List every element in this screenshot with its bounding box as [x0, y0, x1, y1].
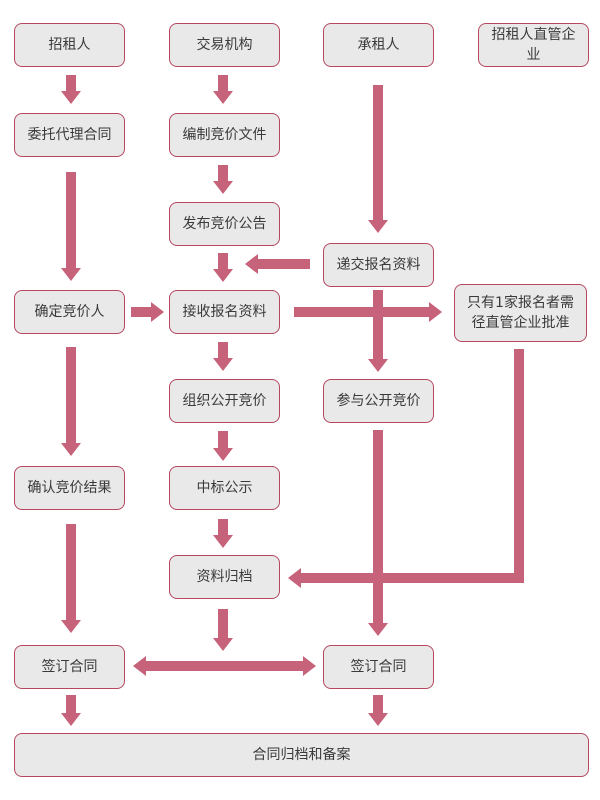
node-label-line-2: 径直管企业批准 [471, 315, 570, 331]
arrow-sign-to-archive-left [61, 695, 81, 726]
arrow-exchange-to-prepare [213, 75, 233, 104]
node-label: 中标公示 [196, 480, 253, 496]
node-label: 合同归档和备案 [252, 747, 351, 763]
node-single-applicant-approval: 只有1家报名者需 径直管企业批准 [454, 284, 587, 342]
node-archive-materials: 资料归档 [169, 555, 280, 599]
arrow-receive-to-approval [294, 302, 442, 322]
arrow-determine-to-confirm [61, 347, 81, 456]
arrow-prepare-to-publish [213, 165, 233, 194]
arrow-organize-to-award [213, 431, 233, 461]
node-exchange: 交易机构 [169, 23, 280, 67]
arrow-sign-to-archive-right [368, 695, 388, 726]
node-label: 发布竞价公告 [182, 216, 267, 232]
arrow-sign-contracts [133, 656, 316, 676]
node-label: 确认竞价结果 [27, 480, 112, 496]
arrow-determine-to-receive [131, 302, 164, 322]
node-entrust-agency-contract: 委托代理合同 [14, 113, 125, 157]
node-label: 招租人直管企业 [491, 27, 576, 63]
node-award-publicity: 中标公示 [169, 466, 280, 510]
node-label: 委托代理合同 [27, 127, 112, 143]
arrow-lessor-to-contract [61, 75, 81, 104]
node-receive-applications: 接收报名资料 [169, 290, 280, 334]
arrow-submit-to-publish [245, 254, 310, 274]
node-label: 签订合同 [350, 659, 407, 675]
arrow-participate-to-sign [368, 430, 388, 636]
node-submit-application: 递交报名资料 [323, 243, 434, 287]
node-organize-public-bidding: 组织公开竞价 [169, 379, 280, 423]
node-label: 资料归档 [196, 569, 253, 585]
node-label: 交易机构 [196, 37, 253, 53]
node-label: 承租人 [357, 37, 400, 53]
node-confirm-bidding-result: 确认竞价结果 [14, 466, 125, 510]
node-label-line-1: 只有1家报名者需 [467, 295, 574, 311]
node-label: 编制竞价文件 [182, 127, 267, 143]
arrow-archive-to-sign-row [213, 609, 233, 651]
arrow-confirm-to-sign [61, 524, 81, 633]
node-contract-archive-filing: 合同归档和备案 [14, 733, 589, 777]
arrow-contract-to-determine [61, 172, 81, 281]
node-publish-bidding-notice: 发布竞价公告 [169, 202, 280, 246]
node-label: 签订合同 [41, 659, 98, 675]
node-label: 接收报名资料 [182, 304, 267, 320]
arrow-award-to-archive [213, 519, 233, 548]
node-lessor: 招租人 [14, 23, 125, 67]
node-lessor-supervisor: 招租人直管企业 [478, 23, 589, 67]
node-prepare-bidding-docs: 编制竞价文件 [169, 113, 280, 157]
arrow-publish-to-receive [213, 253, 233, 282]
node-label: 递交报名资料 [336, 257, 421, 273]
node-label: 参与公开竞价 [336, 393, 421, 409]
node-lessee: 承租人 [323, 23, 434, 67]
node-label: 招租人 [48, 37, 91, 53]
node-sign-contract-lessee: 签订合同 [323, 645, 434, 689]
node-label: 组织公开竞价 [182, 393, 267, 409]
node-determine-bidders: 确定竞价人 [14, 290, 125, 334]
arrow-receive-to-organize [213, 342, 233, 371]
node-sign-contract-lessor: 签订合同 [14, 645, 125, 689]
node-participate-public-bidding: 参与公开竞价 [323, 379, 434, 423]
arrow-submit-to-participate [368, 290, 388, 372]
node-label: 确定竞价人 [34, 304, 105, 320]
arrow-lessee-to-submit [368, 85, 388, 233]
